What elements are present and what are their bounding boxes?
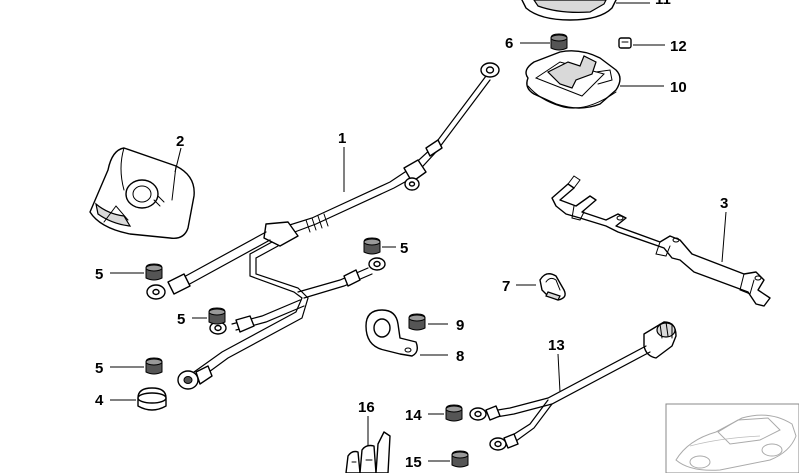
part-15-nut (428, 450, 469, 468)
part-8-clamp (365, 309, 448, 357)
callout-3: 3 (720, 195, 728, 212)
callout-10: 10 (670, 79, 687, 96)
part-13-y-cable (469, 321, 677, 451)
part-1-cable-harness (146, 62, 500, 390)
callout-5d: 5 (400, 240, 408, 257)
callout-8: 8 (456, 348, 464, 365)
callout-11: 11 (655, 0, 671, 8)
callout-6: 6 (505, 35, 513, 52)
part-4-cap (110, 387, 167, 411)
callout-5a: 5 (95, 266, 103, 283)
callout-4: 4 (95, 392, 104, 409)
callout-12: 12 (670, 38, 687, 55)
callout-1: 1 (338, 130, 346, 147)
callout-5b: 5 (177, 311, 185, 328)
part-5-nut-c (110, 357, 163, 375)
part-5-nut-d (363, 237, 396, 255)
part-7-clip (516, 273, 566, 301)
part-11-cover (521, 0, 650, 21)
part-5-nut-b (192, 307, 226, 325)
part-16-holder (345, 416, 391, 473)
part-14-nut (428, 404, 463, 422)
part-5-nut-a (110, 263, 163, 281)
callout-2: 2 (176, 133, 184, 150)
callout-5c: 5 (95, 360, 103, 377)
callout-13: 13 (548, 337, 565, 354)
callout-14: 14 (405, 407, 422, 424)
part-9-nut (408, 313, 448, 331)
part-3-bracket-rail (551, 175, 771, 307)
part-10-junction-base (525, 50, 664, 109)
callout-16: 16 (358, 399, 375, 416)
callout-15: 15 (405, 454, 422, 471)
callout-9: 9 (456, 317, 464, 334)
part-12-screw (618, 37, 665, 49)
callout-7: 7 (502, 278, 510, 295)
vehicle-thumbnail (665, 403, 799, 473)
part-2-battery-terminal-cover (89, 147, 195, 239)
part-6-nut (520, 33, 568, 51)
